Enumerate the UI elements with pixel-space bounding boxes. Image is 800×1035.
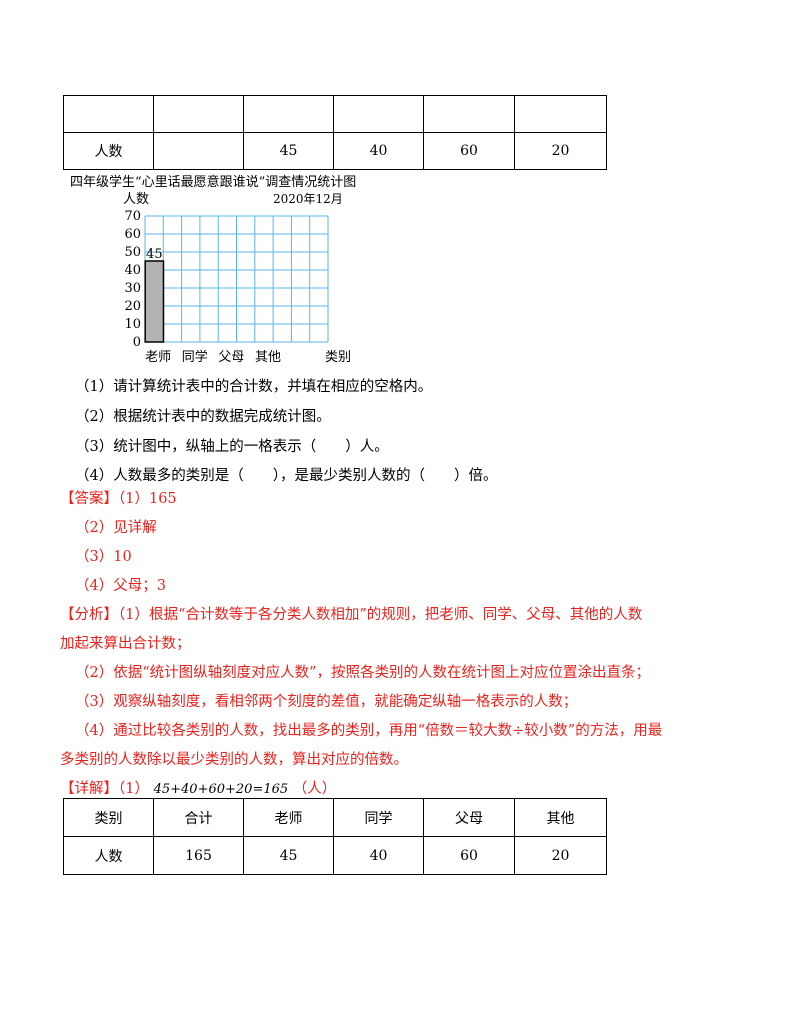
bottom-table-cell: 45 [243,836,334,875]
question-2: （2）根据统计表中的数据完成统计图。 [75,409,331,425]
chart-y-axis-label: 人数 [123,192,149,207]
question-1: （1）请计算统计表中的合计数，并填在相应的空格内。 [75,379,433,395]
top-table-cell: 60 [423,132,515,170]
top-table-cell: 人数 [63,132,154,170]
question-3: （3）统计图中，纵轴上的一格表示（ ）人。 [75,439,389,455]
bottom-table-cell: 同学 [333,798,424,837]
x-tick-label: 其他 [255,350,281,365]
answer-label: 【答案】 [60,491,118,507]
answer-line-3: （3）10 [75,549,132,565]
analysis-line-4: （3）观察纵轴刻度，看相邻两个刻度的差值，就能确定纵轴一格表示的人数； [75,694,578,710]
bottom-table-cell: 其他 [514,798,607,837]
analysis-line-2: 加起来算出合计数； [60,636,191,652]
analysis-line-5: （4）通过比较各类别的人数，找出最多的类别，再用“倍数＝较大数÷较小数”的方法，… [75,723,663,739]
chart-subtitle: 2020年12月 [273,192,343,206]
chart-labels: 0 10 20 30 40 50 60 70 老师 45 同学父母其他 类别 [124,209,351,365]
bar [144,260,165,343]
analysis-line-1: 【分析】（1）根据“合计数等于各分类人数相加”的规则，把老师、同学、父母、其他的… [60,601,750,630]
top-table-header-row [63,95,607,133]
bottom-table-cell: 20 [514,836,607,875]
answer-line-4: （4）父母；3 [75,578,166,594]
bar-chart: 0 10 20 30 40 50 60 70 老师 45 同学父母其他 类别 人数 2020年12月 [123,192,351,365]
question-4: （4）人数最多的类别是（ ），是最少类别人数的（ ）倍。 [75,468,498,484]
top-table-cell [243,95,334,133]
bottom-table-data-row: 人数 165 45 40 60 20 [63,836,607,875]
detail-line: 【详解】（1） 45+40+60+20=165 （人） [60,775,750,804]
top-table-cell: 45 [243,132,334,170]
analysis-label: 【分析】 [60,607,118,623]
y-tick-label: 30 [124,281,141,296]
x-tick-label: 老师 [145,350,171,365]
analysis-line-6: 多类别的人数除以最少类别的人数，算出对应的倍数。 [60,752,408,768]
y-tick-label: 20 [124,299,141,314]
chart-x-axis-label: 类别 [325,350,351,365]
bottom-table-cell: 父母 [423,798,515,837]
top-table-cell: 20 [514,132,607,170]
top-table-cell [423,95,515,133]
top-table-cell [153,95,244,133]
analysis-text: （1）根据“合计数等于各分类人数相加”的规则，把老师、同学、父母、其他的人数 [118,607,643,623]
y-tick-label: 0 [133,335,141,350]
top-table-data-row: 人数 45 40 60 20 [63,132,607,170]
bottom-table-cell: 165 [153,836,244,875]
chart-bars [144,260,165,343]
x-tick-label: 父母 [218,350,244,365]
y-tick-label: 50 [124,245,141,260]
detail-label: 【详解】 [60,781,118,797]
detail-formula: 45+40+60+20=165 [153,782,289,797]
y-tick-label: 60 [124,227,141,242]
top-table-cell [63,95,154,133]
chart-title: 四年级学生“心里话最愿意跟谁说”调查情况统计图 [70,175,357,190]
top-table-cell: 40 [333,132,424,170]
answer-section: 【答案】（1）165 （2）见详解 （3）10 （4）父母；3 【分析】（1）根… [60,485,750,804]
top-table-cell [333,95,424,133]
data-label: 45 [146,247,163,262]
top-table-cell [153,132,244,170]
x-tick-label: 同学 [182,349,208,365]
bottom-table-cell: 老师 [243,798,334,837]
bottom-table-cell: 合计 [153,798,244,837]
y-tick-label: 40 [124,263,141,278]
answer-text: （1）165 [118,491,177,507]
top-statistics-table: 人数 45 40 60 20 [63,95,607,170]
analysis-line-3: （2）依据“统计图纵轴刻度对应人数”，按照各类别的人数在统计图上对应位置涂出直条… [75,665,651,681]
detail-unit: （人） [292,781,337,797]
bottom-table-header-row: 类别 合计 老师 同学 父母 其他 [63,798,607,837]
bottom-table-cell: 类别 [63,798,154,837]
answer-line-1: 【答案】（1）165 [60,485,750,514]
detail-prefix: （1） [118,781,149,797]
bottom-statistics-table: 类别 合计 老师 同学 父母 其他 人数 165 45 40 60 20 [63,798,607,875]
top-table-cell [514,95,607,133]
bottom-table-cell: 40 [333,836,424,875]
answer-line-2: （2）见详解 [75,520,157,536]
bottom-table-cell: 人数 [63,836,154,875]
chart-grid [144,215,329,343]
y-tick-label: 10 [124,317,141,332]
y-tick-label: 70 [124,209,141,224]
bottom-table-cell: 60 [423,836,515,875]
